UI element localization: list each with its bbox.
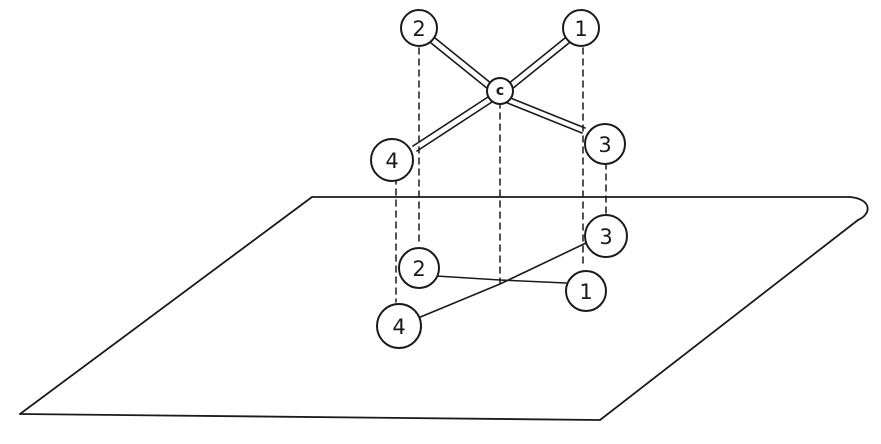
atom-label: 3 [599,225,612,249]
bond-c-1 [507,37,570,90]
atom-label: 1 [574,17,587,41]
bond-c-2 [430,37,493,90]
plane-curl [849,196,869,221]
bond-c-4 [412,96,493,152]
atom-label: 3 [598,133,611,157]
atom-upper-1: 1 [562,9,600,47]
plane-bottom-edge [19,413,601,421]
projected-bond-2-1 [435,275,567,284]
bond-c-3 [504,96,586,134]
carbon-atom: c [486,77,514,105]
atom-label: 2 [412,257,425,281]
bonds [412,37,586,152]
atom-upper-3: 3 [584,123,626,165]
atom-projected-2: 2 [398,247,440,289]
projected-bond-4-3 [417,242,587,319]
atom-label: 4 [392,315,405,339]
atom-projected-1: 1 [565,270,607,312]
projection-lines [395,47,607,303]
plane-right-edge [599,219,859,421]
atom-projected-3: 3 [584,214,628,258]
atom-upper-4: 4 [370,138,414,182]
atom-label: 4 [385,149,398,173]
projected-bonds [417,242,587,319]
atom-label: 2 [412,17,425,41]
plane-left-edge [19,196,313,415]
carbon-label: c [496,83,504,99]
projection-plane [19,196,869,421]
atom-projected-4: 4 [376,303,422,349]
atom-label: 1 [579,280,592,304]
atom-upper-2: 2 [400,9,438,47]
